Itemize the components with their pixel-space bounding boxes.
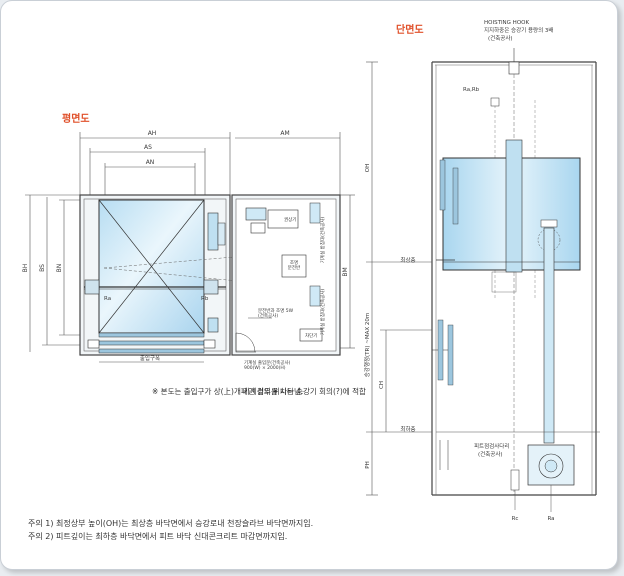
section-rarb: Ra,Rb <box>463 87 480 93</box>
mr-lighting: 분전반과 조명 5W(건축공사) <box>258 307 294 319</box>
dim-an: AN <box>146 159 155 166</box>
plan-machine-room <box>231 194 341 356</box>
mr-hoist: 권상기 <box>284 216 296 223</box>
counterweight <box>207 212 219 251</box>
mr-support-2: 기계실 받침대(건축공사) <box>319 289 326 336</box>
plan-title: 평면도 <box>62 112 90 125</box>
mr-support: 기계실 받침대(건축공사) <box>319 217 326 264</box>
pit-ladder-2: (건축공사) <box>478 450 503 458</box>
hook-note-2: (건축공사) <box>488 34 513 42</box>
section-ch: CH <box>379 381 385 389</box>
footnote-1: 주의 1) 최정상부 높이(OH)는 최상층 바닥면에서 승강로내 천장슬라브 … <box>28 519 314 528</box>
section-rc: Rc <box>512 516 519 522</box>
section-ph: PH <box>365 461 371 468</box>
section-ra: Ra <box>547 516 554 522</box>
plan-rb: Rb <box>201 296 209 302</box>
entrance-width: 출입구폭 <box>140 354 160 362</box>
control-panel <box>281 254 307 278</box>
pit-ladder: 피트점검사다리 <box>474 442 509 450</box>
dim-ah: AH <box>148 130 157 137</box>
note-shaft: ※ 본도는 출입구가 상(上)개폐인 경우를 나타냄. <box>152 387 304 396</box>
mr-door: 기계실 출입문(건축공사)900(W) × 2000(H) <box>244 359 291 371</box>
section-oh: OH <box>365 164 371 172</box>
bottom-floor: 최하층 <box>400 425 415 433</box>
hook-note: 지지하중은 승강기 용량의 3배 <box>484 26 553 34</box>
plan-ra: Ra <box>104 296 111 302</box>
dim-bm: BM <box>342 267 349 276</box>
dim-bh: BH <box>22 264 29 273</box>
dim-bs: BS <box>39 264 46 272</box>
plan-dimension-lines <box>25 132 355 352</box>
dim-as: AS <box>144 144 152 151</box>
note-machine: 기계실의 위치는 승강기 회의(?)에 적합 <box>243 387 366 396</box>
dim-bn: BN <box>56 264 63 273</box>
section-title: 단면도 <box>396 23 424 36</box>
dim-am: AM <box>280 130 289 137</box>
section-shaft <box>366 48 600 512</box>
hoist-machine <box>267 209 299 229</box>
footnote-2: 주의 2) 피트깊이는 최하층 바닥면에서 피트 바닥 신대콘크리트 마감면까지… <box>28 532 288 541</box>
travel: 승강행정(TR) ~MAX 20m <box>363 313 371 377</box>
top-floor: 최상층 <box>400 256 415 264</box>
mr-breaker: 차단기 <box>305 332 317 339</box>
plan-shaft <box>79 194 341 363</box>
breaker-box <box>299 328 323 342</box>
hoist-hook: HOISTING HOOK <box>484 20 529 26</box>
